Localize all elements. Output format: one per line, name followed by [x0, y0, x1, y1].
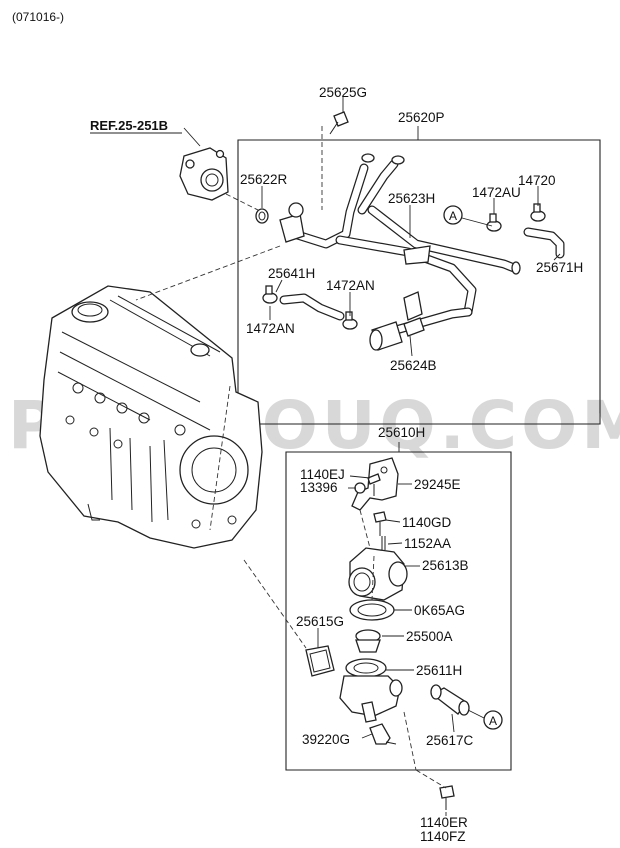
label-25624B[interactable]: 25624B [390, 358, 437, 373]
callout-a-upper: A [443, 205, 493, 227]
label-39220G[interactable]: 39220G [302, 732, 350, 747]
label-1140EJ[interactable]: 1140EJ [300, 467, 345, 482]
hose-clamp [530, 203, 546, 222]
label-25622R[interactable]: 25622R [240, 172, 288, 187]
bolt-illustration [439, 785, 455, 810]
label-25671H[interactable]: 25671H [536, 260, 583, 275]
label-25500A[interactable]: 25500A [406, 629, 453, 644]
label-1152AA[interactable]: 1152AA [404, 536, 451, 551]
header-code: (071016-) [12, 10, 64, 24]
svg-text:A: A [489, 714, 497, 728]
label-1472AN-left[interactable]: 1472AN [246, 321, 295, 336]
hose-clamp [262, 285, 278, 304]
heater-pipe-illustration [262, 153, 565, 351]
bolt-illustration [329, 111, 349, 135]
label-1472AU[interactable]: 1472AU [472, 185, 521, 200]
lower-group-box [285, 442, 512, 771]
label-25613B[interactable]: 25613B [422, 558, 469, 573]
label-1140ER[interactable]: 1140ER [420, 815, 468, 830]
upper-group-box [237, 126, 601, 425]
label-0K65AG[interactable]: 0K65AG [414, 603, 465, 618]
label-1140FZ[interactable]: 1140FZ [420, 829, 466, 844]
label-13396[interactable]: 13396 [300, 480, 338, 495]
o-ring-illustration [255, 208, 269, 224]
label-1472AN-right[interactable]: 1472AN [326, 278, 375, 293]
label-25625G[interactable]: 25625G [319, 85, 367, 100]
label-25615G[interactable]: 25615G [296, 614, 344, 629]
callout-a-lower: A [467, 709, 503, 730]
label-1140GD[interactable]: 1140GD [402, 515, 452, 530]
ref-label[interactable]: REF.25-251B [90, 118, 168, 133]
dashed-guide-lines [135, 126, 447, 789]
label-25617C[interactable]: 25617C [426, 733, 474, 748]
label-25611H[interactable]: 25611H [416, 663, 462, 678]
thermostat-assembly-illustration [305, 457, 470, 745]
label-25641H[interactable]: 25641H [268, 266, 315, 281]
hose-clamp [486, 213, 502, 232]
hose-clamp [342, 311, 358, 330]
water-pump-illustration [179, 147, 229, 201]
label-25610H[interactable]: 25610H [378, 425, 425, 440]
label-14720[interactable]: 14720 [518, 173, 556, 188]
engine-block-illustration [39, 285, 263, 549]
label-29245E[interactable]: 29245E [414, 477, 461, 492]
leader-lines [183, 96, 561, 816]
svg-text:A: A [449, 209, 457, 223]
label-25620P[interactable]: 25620P [398, 110, 445, 125]
label-25623H[interactable]: 25623H [388, 191, 435, 206]
